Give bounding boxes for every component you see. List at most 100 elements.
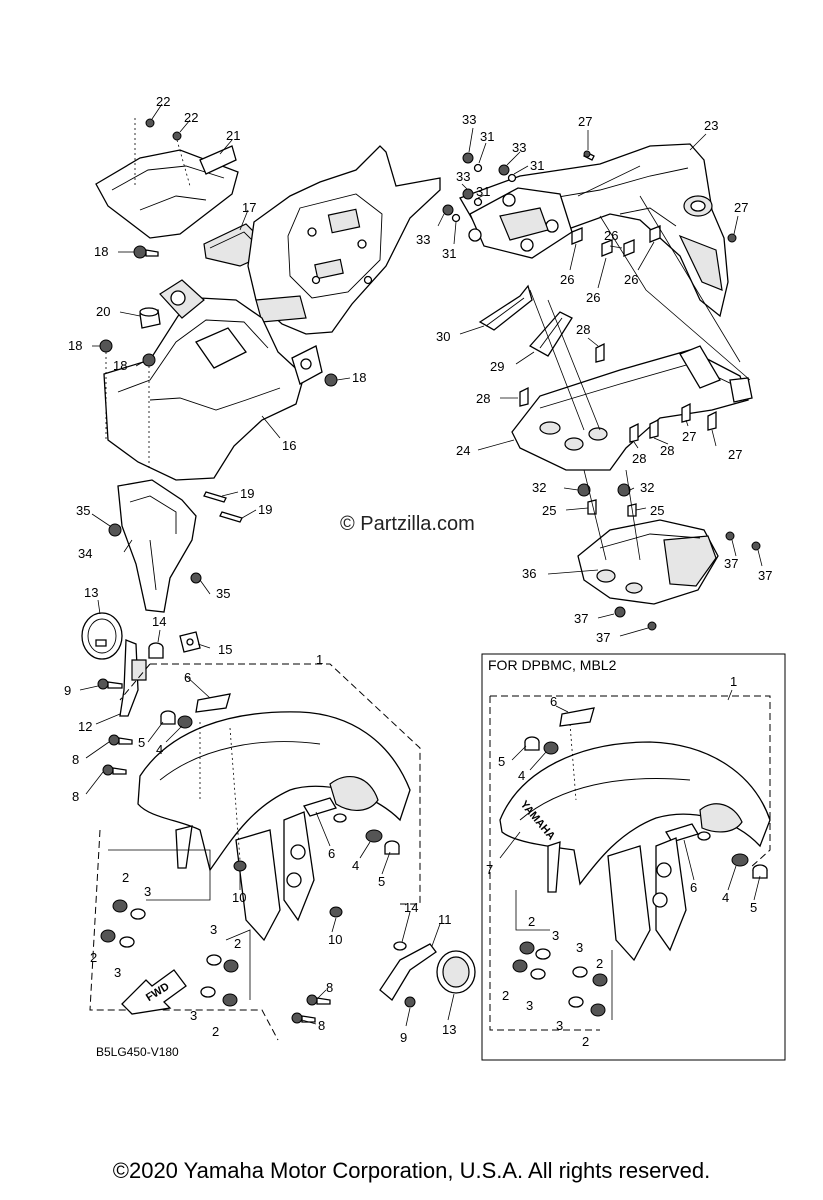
svg-text:4: 4	[156, 742, 163, 757]
bolts-37	[614, 531, 761, 631]
bolt-22-a	[134, 118, 155, 186]
svg-text:13: 13	[84, 585, 98, 600]
bolts-27-top	[583, 150, 737, 243]
svg-text:1: 1	[316, 652, 323, 667]
svg-text:33: 33	[462, 112, 476, 127]
bolts-35	[108, 523, 202, 584]
svg-text:30: 30	[436, 329, 450, 344]
svg-text:27: 27	[734, 200, 748, 215]
clamp-15	[179, 631, 201, 653]
svg-text:22: 22	[184, 110, 198, 125]
svg-text:6: 6	[690, 880, 697, 895]
svg-text:34: 34	[78, 546, 92, 561]
grommets-2-3-left	[100, 849, 251, 1007]
svg-text:2: 2	[596, 956, 603, 971]
svg-text:7: 7	[486, 862, 493, 877]
svg-text:18: 18	[68, 338, 82, 353]
inset-frame: FOR DPBMC, MBL2	[481, 653, 786, 1061]
watermark: © Partzilla.com	[340, 513, 475, 535]
svg-text:13: 13	[442, 1022, 456, 1037]
svg-text:20: 20	[96, 304, 110, 319]
svg-text:18: 18	[94, 244, 108, 259]
screws-19	[203, 491, 243, 523]
svg-text:3: 3	[114, 965, 121, 980]
rear-subframe-24	[511, 345, 753, 471]
collars-5-4-left	[160, 710, 400, 855]
svg-text:3: 3	[556, 1018, 563, 1033]
svg-text:35: 35	[76, 503, 90, 518]
svg-text:32: 32	[532, 480, 546, 495]
label-6-inset	[559, 707, 595, 727]
svg-text:28: 28	[576, 322, 590, 337]
front-fender-inset	[489, 695, 771, 1031]
svg-text:3: 3	[552, 928, 559, 943]
svg-text:1: 1	[730, 674, 737, 689]
fwd-arrow: FWD	[121, 969, 187, 1015]
svg-text:27: 27	[578, 114, 592, 129]
svg-text:37: 37	[574, 611, 588, 626]
svg-text:33: 33	[416, 232, 430, 247]
bolts-8-left	[102, 734, 331, 1024]
svg-text:31: 31	[530, 158, 544, 173]
svg-text:31: 31	[442, 246, 456, 261]
svg-text:9: 9	[400, 1030, 407, 1045]
nuts-33-31	[442, 152, 517, 223]
svg-text:35: 35	[216, 586, 230, 601]
svg-text:23: 23	[704, 118, 718, 133]
svg-text:2: 2	[234, 936, 241, 951]
reflector-bracket-12	[119, 639, 147, 717]
inset-title: FOR DPBMC, MBL2	[488, 657, 617, 673]
svg-text:10: 10	[328, 932, 342, 947]
bolts-10-left	[233, 860, 343, 918]
screws-28-27	[519, 342, 717, 443]
svg-text:26: 26	[604, 228, 618, 243]
svg-text:28: 28	[632, 451, 646, 466]
svg-text:8: 8	[72, 789, 79, 804]
battery-tray-frame	[247, 145, 441, 335]
svg-text:2: 2	[90, 950, 97, 965]
svg-text:26: 26	[586, 290, 600, 305]
bracket-30	[478, 284, 533, 331]
svg-text:3: 3	[576, 940, 583, 955]
svg-text:2: 2	[212, 1024, 219, 1039]
svg-text:5: 5	[750, 900, 757, 915]
bracket-29	[528, 311, 573, 357]
svg-text:14: 14	[404, 900, 418, 915]
svg-text:5: 5	[138, 735, 145, 750]
mud-guard-34	[117, 479, 197, 613]
svg-text:28: 28	[660, 443, 674, 458]
collar-14-left	[148, 642, 164, 659]
svg-text:9: 9	[64, 683, 71, 698]
svg-text:32: 32	[640, 480, 654, 495]
svg-text:14: 14	[152, 614, 166, 629]
svg-text:37: 37	[596, 630, 610, 645]
svg-text:6: 6	[328, 846, 335, 861]
clips-26	[571, 225, 661, 257]
svg-text:19: 19	[258, 502, 272, 517]
svg-text:31: 31	[480, 129, 494, 144]
diagram-code: B5LG450-V180	[96, 1045, 179, 1059]
svg-text:16: 16	[282, 438, 296, 453]
svg-text:27: 27	[728, 447, 742, 462]
svg-text:5: 5	[378, 874, 385, 889]
svg-text:2: 2	[528, 914, 535, 929]
svg-text:29: 29	[490, 359, 504, 374]
svg-text:27: 27	[682, 429, 696, 444]
svg-text:2: 2	[502, 988, 509, 1003]
bolt-22-b	[172, 131, 191, 187]
collar-20	[139, 307, 161, 329]
svg-text:3: 3	[526, 998, 533, 1013]
reflector-13-right	[436, 950, 476, 994]
collars-5-4-inset	[524, 736, 768, 879]
reflector-13-left	[81, 612, 123, 660]
svg-text:8: 8	[318, 1018, 325, 1033]
seat-lock-bracket	[468, 187, 573, 259]
svg-text:12: 12	[78, 719, 92, 734]
svg-text:37: 37	[724, 556, 738, 571]
svg-text:8: 8	[326, 980, 333, 995]
svg-text:11: 11	[438, 912, 452, 927]
svg-text:3: 3	[144, 884, 151, 899]
label-6-left	[195, 693, 231, 713]
bolt-9-left	[97, 678, 123, 690]
svg-text:37: 37	[758, 568, 772, 583]
